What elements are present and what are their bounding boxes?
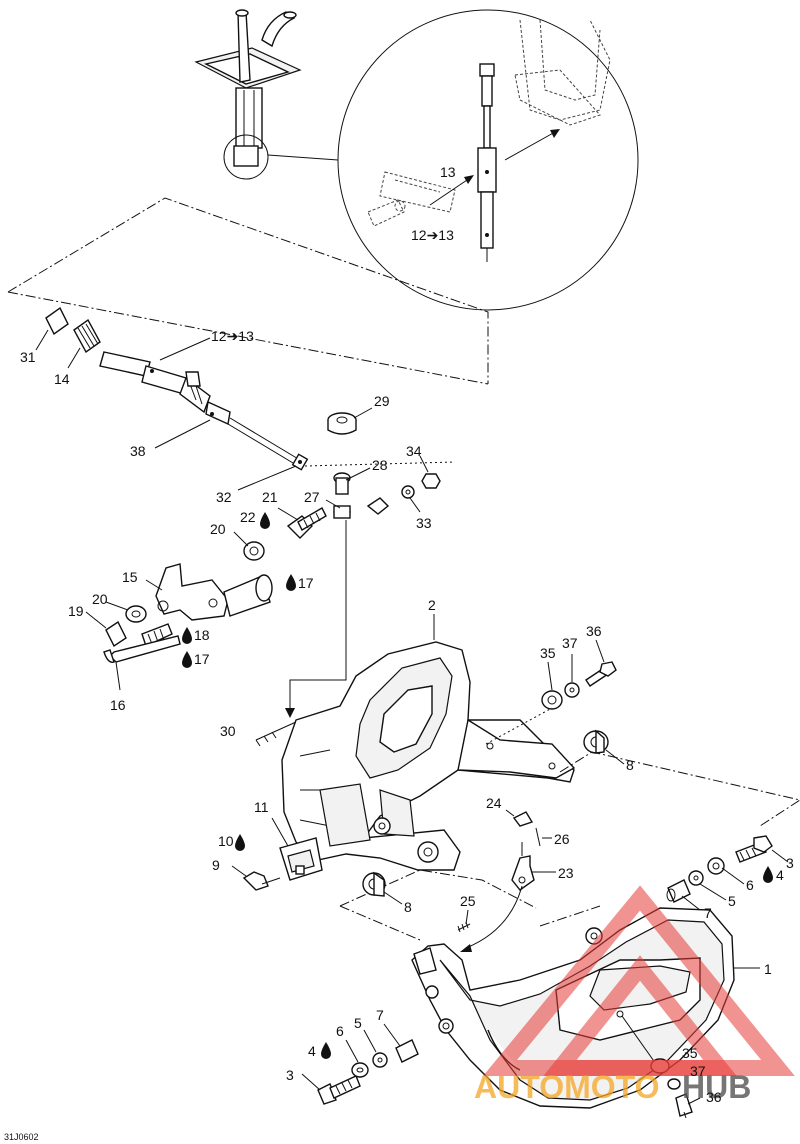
upper-right-hardware bbox=[541, 661, 617, 710]
drop-icon bbox=[260, 512, 270, 529]
callout-5-left: 5 bbox=[354, 1015, 362, 1031]
callout-6-left: 6 bbox=[336, 1023, 344, 1039]
callout-37-lower: 37 bbox=[690, 1063, 706, 1079]
callout-31: 31 bbox=[20, 349, 36, 365]
callout-26: 26 bbox=[554, 831, 570, 847]
callout-35-lower: 35 bbox=[682, 1045, 698, 1061]
callout-15: 15 bbox=[122, 569, 138, 585]
zoom-leader bbox=[267, 154, 339, 161]
main-bracket bbox=[281, 641, 576, 871]
callout-23: 23 bbox=[558, 865, 574, 881]
callout-32: 32 bbox=[216, 489, 232, 505]
shift-cable bbox=[45, 306, 309, 471]
callout-18: 18 bbox=[194, 627, 210, 643]
callout-37-upper: 37 bbox=[562, 635, 578, 651]
callout-27: 27 bbox=[304, 489, 320, 505]
leader-lines bbox=[35, 329, 789, 1105]
lever-assembly bbox=[103, 507, 327, 663]
callout-22: 22 bbox=[240, 509, 256, 525]
drop-icon bbox=[182, 627, 192, 644]
callout-1: 1 bbox=[764, 961, 772, 977]
callout-36-lower: 36 bbox=[706, 1089, 722, 1105]
callout-4-right: 4 bbox=[776, 867, 784, 883]
callout-34: 34 bbox=[406, 443, 422, 459]
callout-7-left: 7 bbox=[376, 1007, 384, 1023]
callout-17-upper: 17 bbox=[298, 575, 314, 591]
drop-icon bbox=[763, 866, 773, 883]
callout-29: 29 bbox=[374, 393, 390, 409]
callout-14: 14 bbox=[54, 371, 70, 387]
drop-icon bbox=[286, 574, 296, 591]
linkage-parts bbox=[457, 811, 541, 952]
callout-6-right: 6 bbox=[746, 877, 754, 893]
callout-17-lower: 17 bbox=[194, 651, 210, 667]
zoom-detail bbox=[337, 9, 639, 311]
drop-icon bbox=[235, 834, 245, 851]
callout-36-upper: 36 bbox=[586, 623, 602, 639]
watermark-text-hub: HUB bbox=[682, 1069, 751, 1105]
callout-9: 9 bbox=[212, 857, 220, 873]
watermark-text-auto: AUTOMOTO bbox=[474, 1069, 659, 1105]
callout-12-to-13: 12➔13 bbox=[211, 328, 254, 344]
bushing-8-upper bbox=[583, 729, 609, 754]
right-hardware bbox=[666, 835, 773, 903]
small-hardware bbox=[327, 412, 441, 519]
callout-21: 21 bbox=[262, 489, 278, 505]
callout-11: 11 bbox=[254, 799, 269, 815]
callout-35-upper: 35 bbox=[540, 645, 556, 661]
callout-25: 25 bbox=[460, 893, 476, 909]
figure-code: 31J0602 bbox=[4, 1132, 39, 1142]
callout-28: 28 bbox=[372, 457, 388, 473]
callout-8-lower: 8 bbox=[404, 899, 412, 915]
callout-24: 24 bbox=[486, 795, 502, 811]
callout-12-to-13-zoom: 12➔13 bbox=[411, 227, 454, 243]
lower-left-hardware bbox=[317, 1039, 419, 1105]
drop-icon bbox=[321, 1042, 331, 1059]
assembly-axis bbox=[304, 461, 456, 467]
callout-3-right: 3 bbox=[786, 855, 794, 871]
callout-labels: 13 12➔13 12➔13 31 14 29 38 34 28 21 32 2… bbox=[4, 164, 794, 1142]
callout-16: 16 bbox=[110, 697, 126, 713]
clip-11 bbox=[242, 837, 323, 891]
watermark-logo: AUTOMOTO HUB bbox=[474, 885, 795, 1105]
callout-5-right: 5 bbox=[728, 893, 736, 909]
pin-30 bbox=[255, 721, 297, 741]
callout-38: 38 bbox=[130, 443, 146, 459]
bushing-8-lower bbox=[362, 871, 386, 897]
callout-4-left: 4 bbox=[308, 1043, 316, 1059]
callout-7-right: 7 bbox=[704, 905, 712, 921]
callout-33: 33 bbox=[416, 515, 432, 531]
callout-8-upper: 8 bbox=[626, 757, 634, 773]
bolt-36-lower bbox=[675, 1093, 693, 1119]
callout-30: 30 bbox=[220, 723, 236, 739]
callout-10: 10 bbox=[218, 833, 234, 849]
drop-icon bbox=[182, 651, 192, 668]
callout-2: 2 bbox=[428, 597, 436, 613]
callout-20-lower: 20 bbox=[92, 591, 108, 607]
lubricant-drops bbox=[182, 512, 773, 1059]
washer-37-lower bbox=[667, 1078, 681, 1090]
callout-19: 19 bbox=[68, 603, 84, 619]
callout-13: 13 bbox=[440, 164, 456, 180]
shift-lever-assembly bbox=[194, 9, 302, 180]
callout-20-upper: 20 bbox=[210, 521, 226, 537]
callout-3-left: 3 bbox=[286, 1067, 294, 1083]
